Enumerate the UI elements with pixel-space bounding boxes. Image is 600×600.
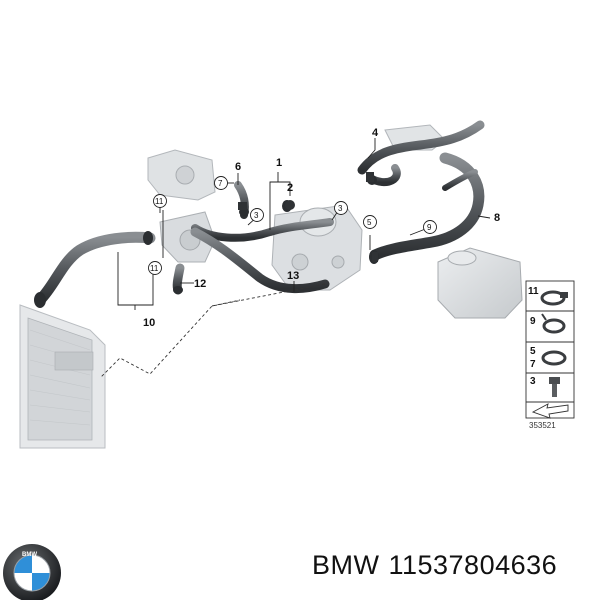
legend-num-7: 7	[530, 359, 536, 370]
callout-3-left: 3	[254, 211, 259, 220]
thermostat-housing	[147, 149, 227, 201]
callouts: 1 2 6 4 8 10 12 13 7 3 3 5 9 11 11	[143, 127, 500, 329]
legend-num-11: 11	[528, 286, 539, 297]
callout-11-top: 11	[155, 197, 164, 206]
callout-4: 4	[372, 127, 379, 139]
callout-11-bottom: 11	[150, 264, 159, 273]
hose-8	[369, 152, 485, 261]
bolt-icon	[549, 377, 560, 397]
expansion-tank	[437, 247, 523, 319]
brand-name: BMW	[312, 550, 380, 580]
part-number: 11537804636	[388, 550, 558, 580]
callout-12: 12	[194, 278, 206, 290]
spring-clip-icon	[541, 313, 566, 334]
hose-1	[191, 218, 334, 242]
scene-clamps	[238, 172, 378, 262]
part-caption: BMW 11537804636	[312, 550, 557, 581]
radiator	[19, 304, 106, 449]
callout-1: 1	[276, 157, 282, 169]
leader-lines	[117, 138, 491, 310]
callout-2: 2	[287, 182, 293, 194]
bmw-logo: BMW	[3, 544, 61, 600]
reference-number: 353521	[529, 421, 556, 430]
parts-legend: 11 9 5 7 3	[525, 280, 575, 419]
hose-4	[357, 120, 485, 175]
callout-6: 6	[235, 161, 241, 173]
legend-num-9: 9	[530, 316, 536, 327]
callout-8: 8	[494, 212, 500, 224]
callout-9: 9	[427, 223, 432, 232]
hose-clamp-icon	[540, 290, 568, 306]
clamp-icon	[541, 350, 567, 366]
callout-5: 5	[367, 218, 372, 227]
legend-num-3: 3	[530, 376, 536, 387]
hose-8b	[442, 169, 478, 191]
callout-10: 10	[143, 317, 155, 329]
hose-10	[34, 231, 156, 306]
svg-text:BMW: BMW	[22, 552, 37, 558]
callout-13: 13	[287, 270, 299, 282]
dashed-connection	[99, 283, 326, 379]
arrow-icon	[531, 403, 569, 419]
legend-num-5: 5	[530, 346, 536, 357]
callout-3-right: 3	[338, 204, 343, 213]
callout-7: 7	[218, 179, 223, 188]
